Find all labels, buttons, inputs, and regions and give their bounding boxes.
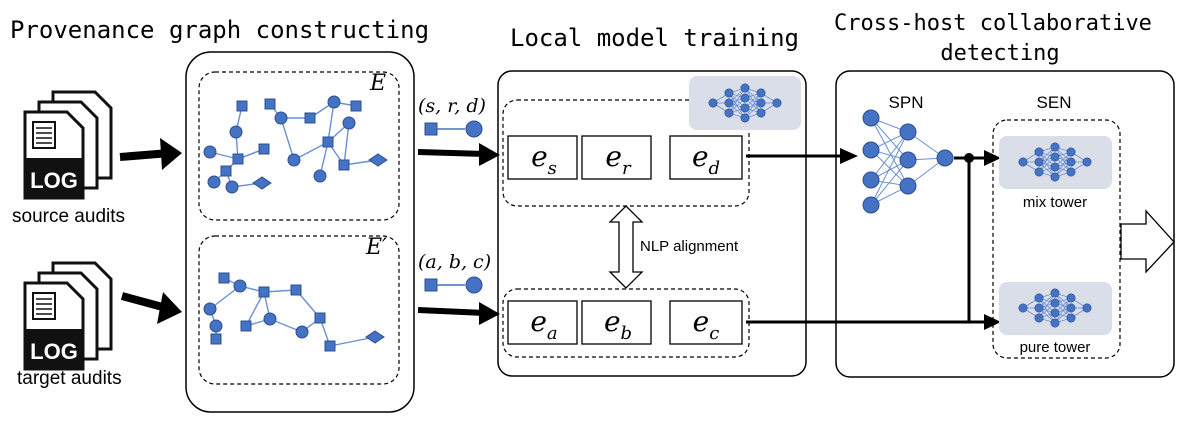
graph-process-node bbox=[313, 169, 327, 183]
target-input-arrow bbox=[120, 292, 182, 324]
target-provenance-graph bbox=[203, 272, 385, 352]
graph-file-node bbox=[220, 165, 232, 177]
cross-host-title-line1: Cross-host collaborative bbox=[834, 11, 1152, 36]
pure-tower-network-icon bbox=[1018, 288, 1092, 328]
source-triple-label: (s, r, d) bbox=[418, 95, 486, 117]
graph-file-node bbox=[258, 143, 270, 155]
sen-label: SEN bbox=[1037, 93, 1072, 112]
graph-file-node bbox=[218, 272, 230, 284]
graph-process-node bbox=[209, 319, 223, 333]
spn-label: SPN bbox=[889, 93, 924, 112]
graph-edge bbox=[280, 117, 295, 161]
target-log-icon: LOG bbox=[23, 261, 113, 371]
graph-process-node bbox=[295, 325, 309, 339]
target-embedding-cell-a: ea bbox=[507, 300, 578, 345]
pure-tower-label: pure tower bbox=[1020, 339, 1091, 356]
graph-socket-node bbox=[365, 330, 385, 344]
provenance-graph-panel bbox=[185, 51, 415, 413]
target-graph-box bbox=[198, 235, 400, 385]
graph-file-node bbox=[350, 100, 362, 112]
local-training-panel bbox=[497, 70, 807, 377]
graph-edge bbox=[245, 291, 265, 327]
graph-file-node bbox=[236, 100, 248, 112]
spn-network bbox=[862, 109, 954, 214]
mix-tower-network-icon bbox=[1018, 142, 1092, 182]
target-audits-label: target audits bbox=[17, 368, 122, 389]
target-embedding-cell-b: eb bbox=[581, 300, 652, 345]
graph-file-node bbox=[304, 112, 316, 124]
local-training-section-title: Local model training bbox=[510, 24, 799, 52]
graph-edge bbox=[343, 122, 350, 166]
graph-edge bbox=[327, 101, 335, 143]
nlp-alignment-label: NLP alignment bbox=[640, 238, 739, 255]
source-embedding-cell-s: es bbox=[507, 135, 578, 180]
graph-process-node bbox=[229, 125, 243, 139]
spn-output-connector bbox=[954, 150, 1001, 322]
spn-neuron bbox=[862, 141, 880, 159]
source-graph-box bbox=[198, 71, 400, 221]
spn-neuron bbox=[899, 151, 917, 169]
graph-process-node bbox=[225, 180, 239, 194]
local-model-network-icon bbox=[689, 76, 801, 130]
spn-neuron bbox=[899, 177, 917, 195]
graph-process-node bbox=[233, 279, 247, 293]
graph-file-node bbox=[314, 312, 326, 324]
graph-file-node bbox=[258, 286, 270, 298]
graph-socket-node bbox=[368, 153, 388, 167]
source-triple-arrow bbox=[417, 143, 500, 166]
spn-neuron bbox=[862, 109, 880, 127]
graph-process-node bbox=[207, 175, 221, 189]
graph-file-node bbox=[324, 340, 336, 352]
graph-process-node bbox=[203, 145, 217, 159]
graph-process-node bbox=[327, 95, 341, 109]
spn-neuron bbox=[936, 149, 954, 167]
source-log-icon: LOG bbox=[23, 90, 113, 200]
source-graph-label: E bbox=[369, 71, 386, 96]
graph-file-node bbox=[210, 333, 222, 345]
source-input-arrow bbox=[119, 138, 182, 170]
source-embedding-cell-d: ed bbox=[669, 135, 743, 180]
target-triple-glyph bbox=[424, 276, 483, 294]
target-embedding-arrow bbox=[746, 314, 1001, 330]
log-icon-text: LOG bbox=[30, 339, 78, 364]
graph-process-node bbox=[342, 116, 356, 130]
source-provenance-graph bbox=[203, 95, 388, 194]
source-embedding-arrow bbox=[746, 148, 858, 164]
graph-file-node bbox=[240, 320, 252, 332]
log-icon-text: LOG bbox=[30, 168, 78, 193]
target-embedding-cell-c: ec bbox=[669, 300, 743, 345]
graph-process-node bbox=[263, 312, 277, 326]
graph-file-node bbox=[338, 159, 350, 171]
source-embedding-cell-r: er bbox=[581, 135, 652, 180]
target-graph-label: E′ bbox=[365, 235, 387, 260]
graph-process-node bbox=[274, 111, 288, 125]
spn-neuron bbox=[862, 196, 880, 214]
detection-output-arrow bbox=[1120, 209, 1175, 274]
mix-tower-panel bbox=[999, 136, 1112, 189]
graph-process-node bbox=[287, 153, 301, 167]
graph-socket-node bbox=[252, 176, 272, 190]
graph-process-node bbox=[203, 302, 217, 316]
spn-neuron bbox=[862, 171, 880, 189]
pure-tower-panel bbox=[999, 282, 1112, 335]
source-triple-glyph bbox=[424, 120, 483, 138]
sen-box bbox=[992, 119, 1121, 359]
cross-host-title-line2: detecting bbox=[940, 41, 1059, 66]
graph-file-node bbox=[322, 136, 334, 148]
spn-neuron bbox=[899, 123, 917, 141]
graph-file-node bbox=[290, 284, 302, 296]
cross-host-panel bbox=[835, 70, 1175, 378]
graph-file-node bbox=[264, 98, 276, 110]
target-triple-label: (a, b, c) bbox=[418, 251, 491, 273]
provenance-section-title: Provenance graph constructing bbox=[10, 16, 429, 44]
nlp-alignment-arrow bbox=[608, 205, 644, 289]
target-triple-arrow bbox=[417, 302, 500, 325]
source-audits-label: source audits bbox=[12, 206, 125, 227]
mix-tower-label: mix tower bbox=[1023, 194, 1087, 211]
graph-file-node bbox=[232, 153, 244, 165]
